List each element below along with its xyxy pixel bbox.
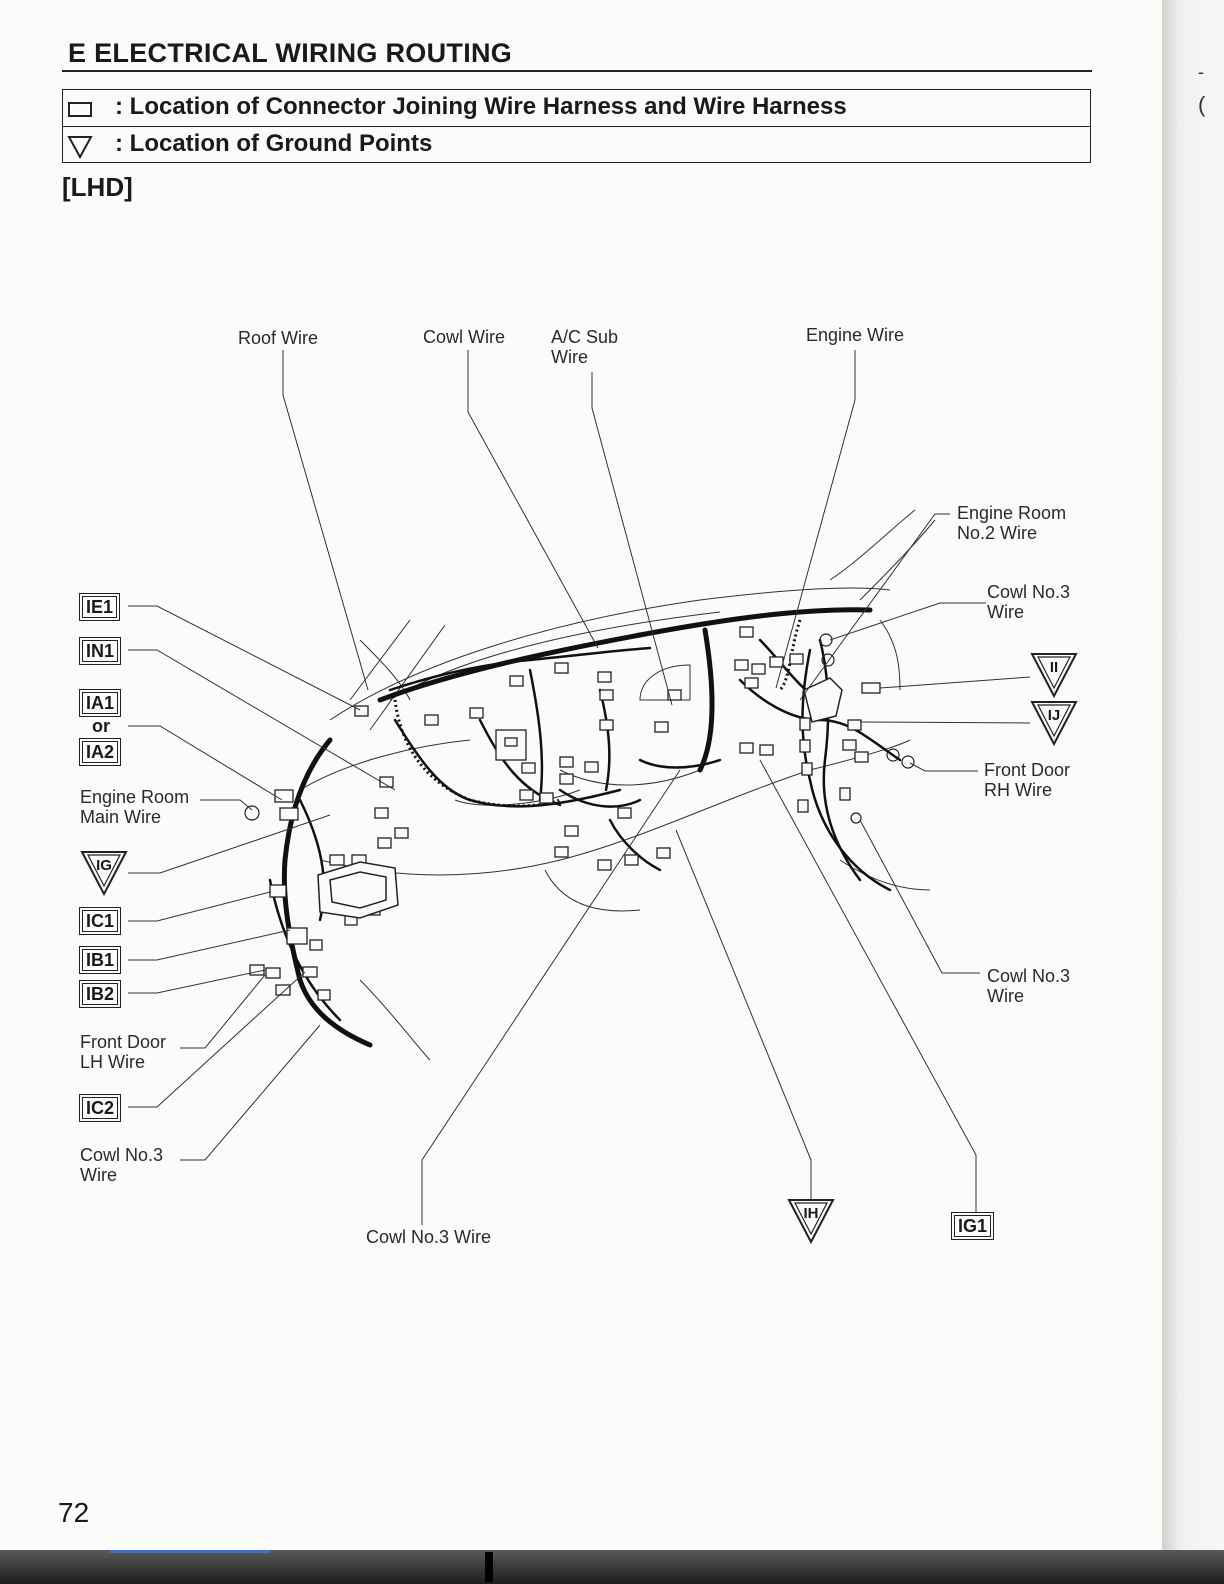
ground-triangle-icon <box>1030 653 1078 698</box>
front-door-rh-line-1: Front Door <box>984 760 1071 780</box>
engine-room-main-wire-label: Engine Room Main Wire <box>80 787 189 827</box>
manual-page <box>0 0 1162 1550</box>
engine-room-no2-line-1: Engine Room <box>957 503 1067 523</box>
roof-wire-label: Roof Wire <box>238 328 319 348</box>
cowl-no3-wire-label-left: Cowl No.3 Wire <box>80 1145 163 1185</box>
connector-ic1: IC1 <box>79 907 122 935</box>
engine-room-main-line-1: Engine Room <box>80 787 190 807</box>
ground-point-ig-label: IG <box>96 857 112 874</box>
engine-wire-label: Engine Wire <box>806 325 905 345</box>
connector-ib1: IB1 <box>79 946 122 974</box>
cowl-no3-left-line-2: Wire <box>80 1165 117 1185</box>
dashboard-outline <box>299 509 936 1061</box>
ground-point-ih: IH <box>787 1198 835 1244</box>
connector-ig1: IG1 <box>951 1212 995 1240</box>
cowl-no3-lower-right-line-1: Cowl No.3 <box>987 966 1071 986</box>
front-door-lh-line-2: LH Wire <box>80 1052 146 1072</box>
ac-sub-wire-line-2: Wire <box>551 347 588 367</box>
main-harness <box>281 607 873 1048</box>
legend-connector-text: : Location of Connector Joining Wire Har… <box>115 93 847 120</box>
cowl-no3-lower-right-line-2: Wire <box>987 986 1024 1006</box>
connector-ib2: IB2 <box>79 980 122 1008</box>
engine-room-no2-wire-label: Engine Room No.2 Wire <box>957 503 1066 543</box>
front-door-rh-line-2: RH Wire <box>984 780 1052 800</box>
connector-ie1: IE1 <box>79 593 121 621</box>
cowl-no3-left-line-1: Cowl No.3 <box>80 1145 164 1165</box>
connector-ia1: IA1 <box>79 689 122 717</box>
legend-row-connector: : Location of Connector Joining Wire Har… <box>63 90 1090 127</box>
connector-ia2: IA2 <box>79 738 122 766</box>
legend-ground-text: : Location of Ground Points <box>115 130 433 157</box>
front-door-rh-wire-label: Front Door RH Wire <box>984 760 1070 800</box>
section-title: E ELECTRICAL WIRING ROUTING <box>68 38 513 68</box>
connector-blocks <box>249 626 881 1001</box>
ac-sub-wire-label: A/C Sub Wire <box>551 327 618 367</box>
cowl-wire-label: Cowl Wire <box>423 327 506 347</box>
connector-ic2: IC2 <box>79 1094 122 1122</box>
book-gutter <box>1162 0 1224 1550</box>
cowl-no3-wire-label-lower-right: Cowl No.3 Wire <box>987 966 1070 1006</box>
ground-triangle-icon <box>80 851 128 896</box>
adjacent-page-edge-mark: ( <box>1198 92 1206 117</box>
wiring-harness-diagram <box>128 350 1031 1225</box>
cowl-no3-top-right-line-2: Wire <box>987 602 1024 622</box>
ground-triangle-icon <box>787 1199 835 1244</box>
round-fittings <box>244 633 915 824</box>
engine-room-no2-line-2: No.2 Wire <box>957 523 1038 543</box>
connector-in1: IN1 <box>79 637 122 665</box>
leader-lines <box>128 350 1031 1225</box>
front-door-lh-wire-label: Front Door LH Wire <box>80 1032 166 1072</box>
cowl-no3-wire-label-top-right: Cowl No.3 Wire <box>987 582 1070 622</box>
ground-point-ij: IJ <box>1030 700 1078 746</box>
ground-triangle-icon <box>1030 701 1078 746</box>
cowl-no3-top-right-line-1: Cowl No.3 <box>987 582 1071 602</box>
connector-or-label: or <box>92 716 110 736</box>
dotted-harness <box>393 619 802 808</box>
title-rule <box>62 70 1092 72</box>
junction-block <box>317 677 843 919</box>
legend-box: : Location of Connector Joining Wire Har… <box>62 89 1091 163</box>
ground-point-ii-label: II <box>1049 659 1059 676</box>
ground-point-ih-label: IH <box>803 1205 819 1222</box>
scan-bottom-edge <box>0 1550 1224 1584</box>
cowl-no3-wire-label-bottom: Cowl No.3 Wire <box>366 1227 492 1247</box>
ground-point-ig: IG <box>80 850 128 896</box>
ac-sub-wire-line-1: A/C Sub <box>551 327 619 347</box>
legend-row-ground: : Location of Ground Points <box>63 127 1090 163</box>
ground-point-ii: II <box>1030 652 1078 698</box>
ground-point-ij-label: IJ <box>1047 707 1061 724</box>
connector-rectangle-icon <box>68 102 92 117</box>
engine-room-main-line-2: Main Wire <box>80 807 162 827</box>
variant-label: [LHD] <box>62 172 133 202</box>
front-door-lh-line-1: Front Door <box>80 1032 167 1052</box>
adjacent-page-edge-mark: - <box>1198 62 1204 82</box>
page-number: 72 <box>58 1497 90 1528</box>
ground-triangle-icon <box>67 136 93 159</box>
